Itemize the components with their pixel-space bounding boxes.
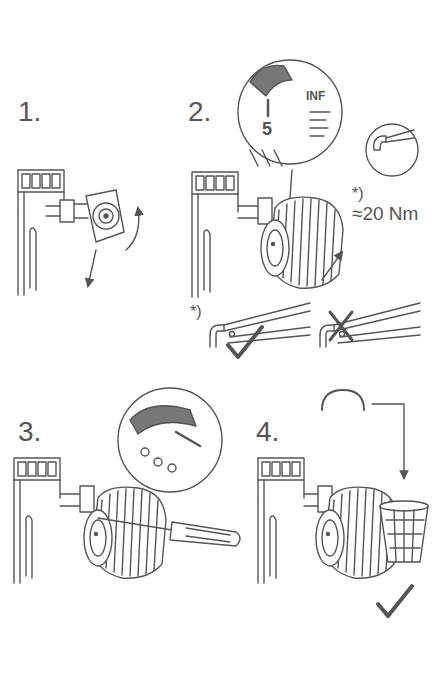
step-number: 4. bbox=[256, 418, 279, 446]
step-number: 2. bbox=[188, 98, 211, 126]
footnote-mark: *) bbox=[190, 304, 202, 320]
torque-value: ≈20 Nm bbox=[352, 204, 418, 223]
step-number: 3. bbox=[18, 418, 41, 446]
scale-text: INF bbox=[306, 90, 325, 102]
scale-mark: 5 bbox=[262, 120, 272, 138]
footnote-mark: *) bbox=[352, 186, 364, 202]
step-number: 1. bbox=[18, 98, 41, 126]
